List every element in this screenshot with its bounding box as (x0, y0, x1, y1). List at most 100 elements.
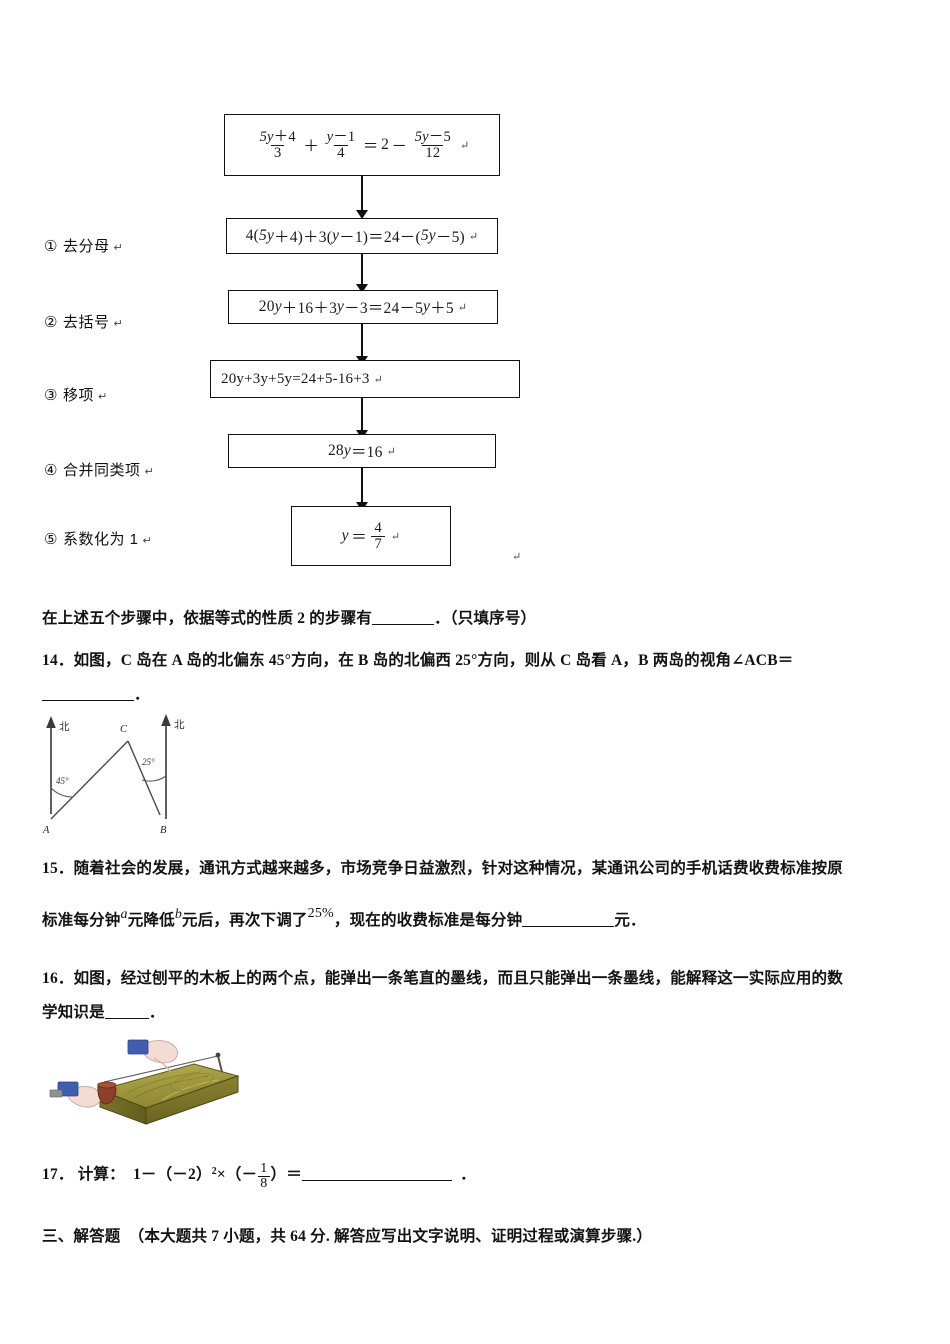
step-number-1: ① (44, 238, 58, 255)
q16-number: 16． (42, 970, 74, 987)
equation-2: 4(5y＋4)＋3(y－1)＝24－(5y－5) ↵ (245, 227, 479, 246)
q17-answer-blank[interactable] (301, 1167, 452, 1181)
flow-box-clear-denominators: 4(5y＋4)＋3(y－1)＝24－(5y－5) ↵ (226, 218, 498, 254)
fraction-y1-over-4: y－1 4 (326, 128, 356, 161)
flow-box-solution: y＝ 4 7 ↵ (291, 506, 451, 566)
sleeve-upper (127, 1039, 149, 1055)
q15-line1: 15．随着社会的发展，通讯方式越来越多，市场竞争日益激烈，针对这种情况，某通讯公… (42, 856, 843, 878)
step-text-5: 系数化为 1 (62, 531, 139, 548)
q17-label: 计算： (77, 1166, 125, 1183)
step-text-4: 合并同类项 (62, 462, 141, 479)
point-label-b: B (160, 825, 167, 836)
reel-handle (49, 1089, 63, 1098)
angle-label-a: 45° (56, 776, 69, 786)
ink-line-pin-head (215, 1052, 221, 1058)
q13-tail-line: 在上述五个步骤中，依据等式的性质 2 的步骤有 ．（只填序号） (42, 606, 536, 628)
flow-connector-5 (361, 468, 363, 506)
q16-text2: 学知识是 (42, 1004, 105, 1021)
flow-box-move-terms: 20y+3y+5y=24+5-16+3 ↵ (210, 360, 520, 398)
q16-line2: 学知识是 ． (42, 1000, 165, 1022)
pilcrow-mark: ↵ (142, 535, 153, 547)
flow-connector-3 (361, 324, 363, 360)
q14-islands-figure: 北 45° A C 北 25° B (42, 714, 185, 836)
north-label-a: 北 (59, 721, 70, 733)
wood-knot-ring (170, 1072, 214, 1092)
wood-grain-1 (125, 1071, 201, 1095)
pilcrow-mark: ↵ (113, 318, 124, 330)
pilcrow-mark: ↵ (390, 530, 401, 543)
plank-front-face (145, 1075, 239, 1125)
pilcrow-mark: ↵ (144, 466, 155, 478)
section-heading-text: 三、解答题 (42, 1228, 121, 1245)
q15-text2b: 元降低 (127, 912, 175, 929)
q15-number: 15． (42, 860, 74, 877)
trailing-pilcrow-mark: ↵ (512, 551, 522, 563)
q15-text2a: 标准每分钟 (42, 912, 121, 929)
step-number-5: ⑤ (44, 531, 58, 548)
q15-text2d: ，现在的收费标准是每分钟 (333, 912, 523, 929)
north-arrowhead-b (161, 714, 171, 726)
pilcrow-mark: ↵ (386, 445, 397, 458)
q16-answer-blank[interactable] (104, 1005, 149, 1019)
flow-arrowhead-1 (356, 210, 368, 219)
q17-number: 17． (42, 1166, 74, 1183)
section-detail-text: （本大题共 7 小题，共 64 分. 解答应写出文字说明、证明过程或演算步骤.） (128, 1228, 653, 1245)
q17-trailing: ． (460, 1166, 476, 1183)
pilcrow-mark: ↵ (373, 373, 384, 386)
q16-plank-illustration (49, 1039, 240, 1125)
q17-expr-b: ×（－ (216, 1166, 258, 1183)
flow-connector-2 (361, 254, 363, 288)
section-three-heading: 三、解答题 （本大题共 7 小题，共 64 分. 解答应写出文字说明、证明过程或… (42, 1224, 652, 1246)
fraction-5y4-over-3: 5y＋4 3 (259, 128, 296, 161)
equation-6: y＝ 4 7 ↵ (341, 519, 401, 552)
pilcrow-mark: ↵ (468, 230, 479, 243)
step-number-2: ② (44, 314, 58, 331)
ink-line-pin (217, 1055, 223, 1073)
fraction-4-over-7: 4 7 (371, 520, 385, 552)
step-number-3: ③ (44, 387, 58, 404)
q14-answer-blank[interactable] (42, 687, 134, 701)
q16-text2-suffix: ． (148, 1004, 165, 1021)
q14-line2: ． (42, 682, 150, 704)
step-text-2: 去括号 (62, 314, 110, 331)
q17-fraction-numerator: 1 (260, 1161, 268, 1176)
flow-box-original-equation: 5y＋4 3 ＋ y－1 4 ＝ 2 － 5y－5 12 ↵ (224, 114, 500, 176)
pilcrow-mark: ↵ (113, 242, 124, 254)
pilcrow-mark: ↵ (457, 301, 468, 314)
hand-upper (127, 1039, 179, 1073)
fraction-5y5-over-12: 5y－5 12 (414, 128, 451, 161)
flow-arrowhead-2 (356, 284, 368, 293)
q13-tail-suffix: ．（只填序号） (434, 610, 537, 627)
pilcrow-mark: ↵ (97, 391, 108, 403)
step-number-4: ④ (44, 462, 58, 479)
pilcrow-mark: ↵ (459, 139, 470, 152)
north-arrowhead-a (46, 716, 56, 728)
equation-4: 20y+3y+5y=24+5-16+3 ↵ (221, 370, 384, 387)
q13-tail-text: 在上述五个步骤中，依据等式的性质 2 的步骤有 (42, 610, 373, 627)
north-label-b: 北 (174, 719, 185, 731)
q17-exponent: 2 (211, 1166, 217, 1177)
q14-number: 14． (42, 652, 74, 669)
q13-answer-blank[interactable] (372, 611, 435, 625)
q15-answer-blank[interactable] (522, 913, 615, 927)
q15-text2e: 元． (614, 912, 646, 929)
q15-percent-value: 25% (307, 906, 334, 921)
sleeve-lower (57, 1081, 79, 1097)
q15-text1: 随着社会的发展，通讯方式越来越多，市场竞争日益激烈，针对这种情况，某通讯公司的手… (73, 860, 843, 877)
ink-line-string (103, 1055, 219, 1083)
hand-lower (49, 1081, 117, 1108)
equation-solving-flowchart: 5y＋4 3 ＋ y－1 4 ＝ 2 － 5y－5 12 ↵ (0, 0, 950, 600)
angle-label-b: 25° (142, 757, 155, 767)
step-text-3: 移项 (62, 387, 94, 404)
q16-line1: 16．如图，经过刨平的木板上的两个点，能弹出一条笔直的墨线，而且只能弹出一条墨线… (42, 966, 843, 988)
angle-arc-a (50, 787, 74, 798)
